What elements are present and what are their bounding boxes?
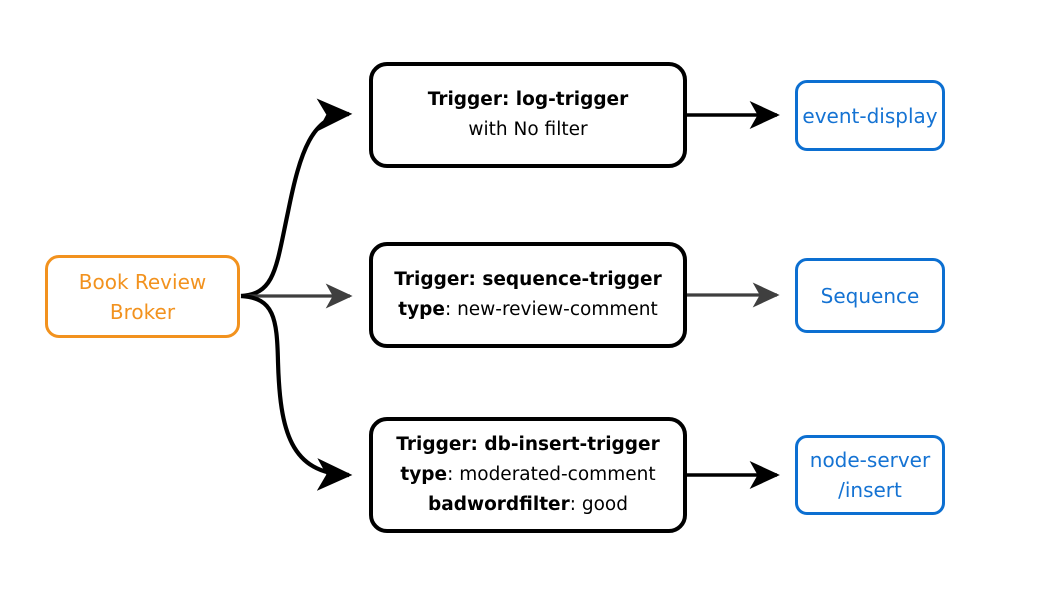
edge-broker-to-trigger-1 (240, 98, 353, 299)
trigger-3-detail-line-2-key: type (400, 464, 448, 485)
trigger-3-detail-line-3-key: badwordfilter (428, 494, 570, 515)
trigger-3-detail-line-2-value: : moderated-comment (447, 464, 656, 485)
target-3-label-line-1: node-server (809, 448, 931, 472)
trigger-3-detail-line-3: badwordfilter: good (428, 490, 628, 520)
node-target-node-server-insert[interactable]: node-server /insert (795, 435, 945, 515)
node-trigger-sequence-trigger[interactable]: Trigger: sequence-trigger type: new-revi… (369, 242, 687, 348)
node-trigger-db-insert-trigger[interactable]: Trigger: db-insert-trigger type: moderat… (369, 417, 687, 533)
trigger-3-title: Trigger: db-insert-trigger (396, 434, 660, 455)
edge-broker-to-trigger-3 (240, 293, 353, 491)
trigger-1-detail-line-2-value: with No filter (468, 119, 588, 140)
target-1-label-line-1: event-display (802, 103, 938, 128)
broker-label-line-2: Broker (109, 299, 176, 324)
trigger-1-detail-line-2: with No filter (468, 115, 587, 145)
node-target-sequence[interactable]: Sequence (795, 258, 945, 333)
node-target-event-display[interactable]: event-display (795, 80, 945, 151)
broker-label-line-1: Book Review (78, 269, 207, 294)
node-book-review-broker[interactable]: Book Review Broker (45, 255, 240, 338)
trigger-2-title: Trigger: sequence-trigger (394, 269, 662, 290)
node-trigger-log-trigger[interactable]: Trigger: log-trigger with No filter (369, 62, 687, 168)
target-2-label-line-1: Sequence (820, 283, 920, 308)
trigger-3-detail-line-2: type: moderated-comment (400, 460, 655, 490)
target-3-label-line-2: /insert (838, 478, 902, 502)
trigger-1-title: Trigger: log-trigger (427, 89, 629, 110)
trigger-2-detail-line-2: type: new-review-comment (398, 295, 657, 325)
trigger-3-detail-line-3-value: : good (569, 494, 628, 515)
trigger-2-detail-line-2-value: : new-review-comment (444, 299, 658, 320)
trigger-2-detail-line-2-key: type (398, 299, 445, 320)
